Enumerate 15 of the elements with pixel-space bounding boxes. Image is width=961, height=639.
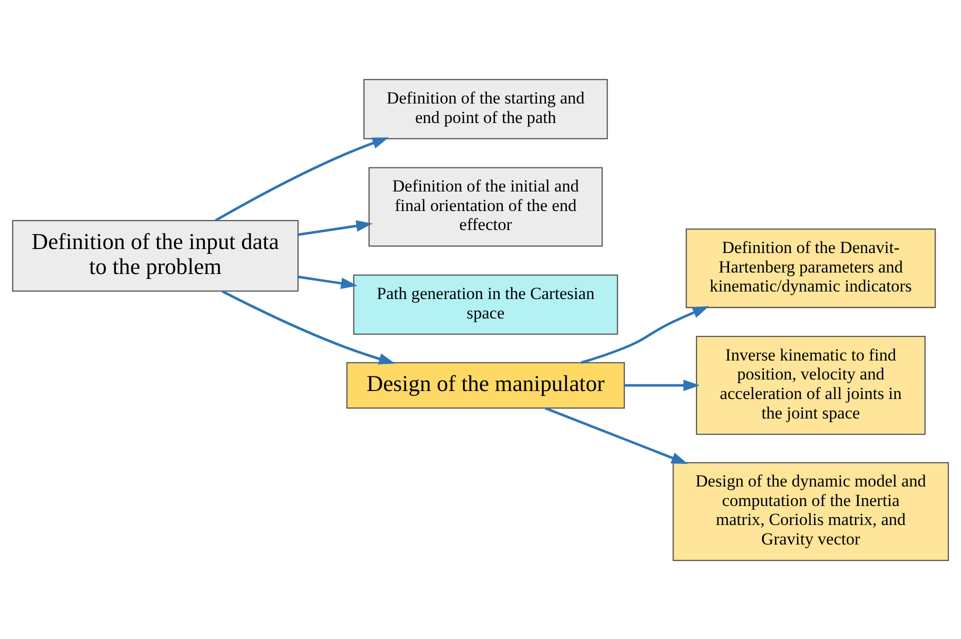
arrow <box>580 306 710 364</box>
arrow <box>298 220 373 236</box>
node-box: Definition of the starting and end point of the path <box>363 78 608 139</box>
arrow <box>214 136 389 221</box>
node-box: Definition of the initial and final orientation of the end effector <box>368 166 603 246</box>
arrow <box>544 406 688 464</box>
arrow <box>298 275 358 288</box>
arrow <box>624 379 700 391</box>
arrow <box>222 290 396 364</box>
node-box: Definition of the Denavit-Hartenberg parameters and kinematic/dynamic indicators <box>686 228 936 308</box>
node-box: Inverse kinematic to find position, velocity and acceleration of all joints in the joint space <box>696 335 926 434</box>
node-box: Design of the manipulator <box>346 362 625 408</box>
node-box: Path generation in the Cartesian space <box>353 274 618 334</box>
node-box: Design of the dynamic model and computation of the Inertia matrix, Coriolis matrix, and Gravity vector <box>672 462 949 561</box>
node-box: Definition of the input data to the problem <box>12 219 299 292</box>
